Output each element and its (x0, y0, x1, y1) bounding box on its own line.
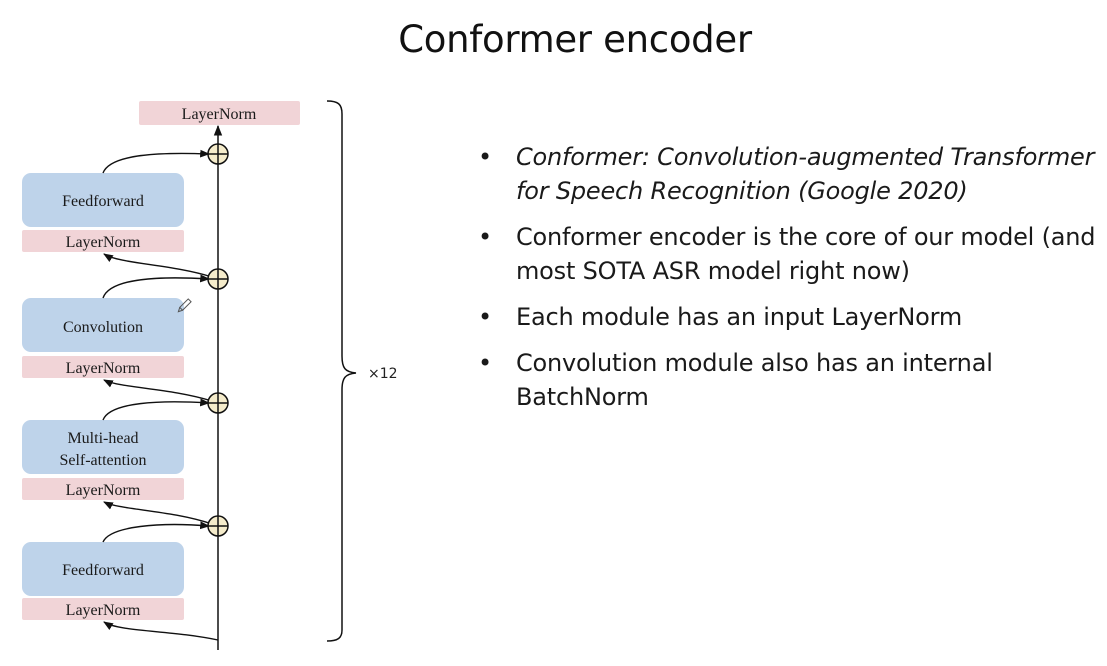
repeat-bracket (326, 100, 357, 642)
convolution-to-adder (102, 274, 210, 299)
bullet-dot-icon: • (478, 303, 492, 331)
bullet-item-3: • Each module has an input LayerNorm (478, 300, 1103, 334)
feedforward-top-box (22, 173, 184, 227)
bullet-dot-icon: • (478, 223, 492, 251)
branch-into-self-attention (103, 501, 213, 525)
top-layernorm-label: LayerNorm (182, 106, 257, 123)
bullet-text-2: Conformer encoder is the core of our mod… (516, 223, 1096, 285)
adder-3 (207, 392, 229, 414)
feedforward-top-to-adder (102, 149, 210, 174)
slide-title: Conformer encoder (398, 18, 752, 61)
branch-into-feedforward-top (103, 253, 213, 278)
bullet-item-1: • Conformer: Convolution-augmented Trans… (478, 140, 1103, 208)
bullet-text-3: Each module has an input LayerNorm (516, 303, 963, 331)
adder-2 (207, 268, 229, 290)
adder-1 (207, 143, 229, 165)
branch-into-convolution (103, 379, 213, 402)
top-layernorm-box (139, 101, 300, 125)
branch-into-feedforward-bottom (103, 621, 219, 641)
feedforward-bottom-box (22, 542, 184, 596)
pencil-icon (177, 298, 192, 313)
conformer-diagram: LayerNorm Feedforward LayerNorm Convolut… (22, 100, 398, 650)
self-attention-label-line1: Multi-head (67, 430, 138, 447)
feedforward-bottom-to-adder (102, 521, 210, 543)
bullet-list: • Conformer: Convolution-augmented Trans… (478, 140, 1103, 426)
feedforward-bottom-layernorm-label: LayerNorm (66, 602, 141, 619)
convolution-layernorm-label: LayerNorm (66, 360, 141, 377)
bullet-text-1: Conformer: Convolution-augmented Transfo… (516, 143, 1095, 205)
feedforward-top-label: Feedforward (62, 193, 144, 210)
repeat-label: ×12 (368, 366, 398, 382)
self-attention-layernorm-box (22, 478, 184, 500)
bullet-item-4: • Convolution module also has an interna… (478, 346, 1103, 414)
feedforward-bottom-layernorm-box (22, 598, 184, 620)
self-attention-layernorm-label: LayerNorm (66, 482, 141, 499)
convolution-box (22, 298, 184, 352)
bullet-dot-icon: • (478, 349, 492, 377)
bullet-item-2: • Conformer encoder is the core of our m… (478, 220, 1103, 288)
self-attention-box (22, 420, 184, 474)
convolution-layernorm-box (22, 356, 184, 378)
adder-4 (207, 515, 229, 537)
feedforward-top-layernorm-box (22, 230, 184, 252)
self-attention-to-adder (102, 398, 210, 421)
convolution-label: Convolution (63, 319, 143, 336)
self-attention-label-line2: Self-attention (59, 452, 146, 469)
bullet-text-4: Convolution module also has an internal … (516, 349, 993, 411)
bullet-dot-icon: • (478, 143, 492, 171)
feedforward-top-layernorm-label: LayerNorm (66, 234, 141, 251)
feedforward-bottom-label: Feedforward (62, 562, 144, 579)
